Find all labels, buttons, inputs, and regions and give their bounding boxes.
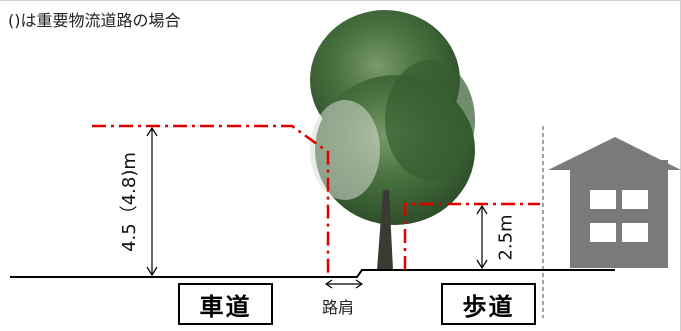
roadway-dimension-arrow — [146, 126, 158, 277]
roadway-clearance-line — [92, 124, 330, 277]
sidewalk-clearance-line — [403, 202, 540, 270]
house — [548, 137, 681, 268]
ground-line — [10, 269, 615, 278]
tree-trunk — [377, 190, 393, 270]
roadway-label: 車道 — [178, 283, 273, 325]
sidewalk-dimension-arrow — [476, 204, 488, 270]
shoulder-label: 路肩 — [322, 298, 355, 317]
note-text: ()は重要物流道路の場合 — [8, 11, 181, 30]
sidewalk-clearance-label: 2.5m — [495, 214, 517, 261]
shoulder-arrow — [324, 279, 364, 289]
tree — [310, 10, 475, 270]
roadway-clearance-label: 4.5（4.8)m — [119, 152, 140, 252]
sidewalk-label: 歩道 — [441, 283, 536, 325]
